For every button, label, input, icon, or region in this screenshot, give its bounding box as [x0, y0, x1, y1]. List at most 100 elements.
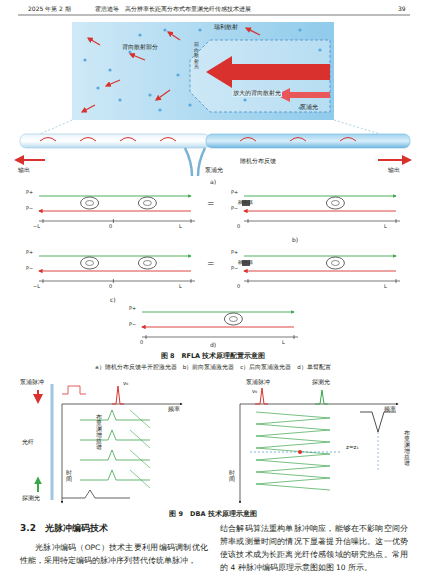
- axis-tick: [113, 279, 114, 283]
- figure-label: 39: [398, 5, 406, 12]
- scatter-dot: [108, 68, 111, 71]
- fiber-spool: [229, 317, 237, 322]
- pump-forward: [244, 196, 396, 197]
- probe-pulse: [62, 490, 130, 498]
- scatter-arrow: [82, 105, 95, 112]
- figure-label: 布里渊增益谱: [404, 430, 410, 466]
- fiber-spool: [224, 313, 242, 325]
- figure-label: 泵浦脉冲: [20, 378, 44, 385]
- scatter-dot: [176, 73, 179, 76]
- position-marker: [250, 452, 340, 453]
- gain-curve: [360, 412, 396, 432]
- header-rule: [18, 15, 410, 16]
- probe-direction: [37, 478, 39, 492]
- figure-label: 频率: [168, 406, 180, 413]
- feedback-wave: [340, 138, 356, 142]
- scatter-arrow: [246, 28, 260, 35]
- figure-label: 时间: [66, 470, 72, 482]
- figure-label: 输出: [388, 166, 400, 173]
- figure-label: c): [110, 296, 116, 303]
- axis-tick: [113, 219, 114, 223]
- figure-label: 0: [140, 339, 143, 345]
- gain-point: [298, 450, 302, 454]
- fiber-spool: [138, 197, 156, 209]
- figure-label: P−: [129, 321, 136, 327]
- figure-label: −L: [33, 283, 40, 289]
- gain-leader: [378, 432, 379, 470]
- feedback-wave: [160, 138, 176, 142]
- pump-forward: [142, 312, 294, 313]
- feedback-wave: [290, 138, 306, 142]
- figure-label: L: [384, 223, 387, 229]
- pump-backward: [39, 211, 191, 212]
- axis-tick: [191, 219, 192, 223]
- scatter-arrow: [88, 38, 100, 45]
- figure-label: P−: [26, 265, 33, 271]
- time-axis: [240, 404, 241, 503]
- figure-label: P+: [231, 189, 238, 195]
- probe-sweep: [130, 450, 150, 468]
- position-axis: [244, 221, 400, 222]
- figure-label: 2025 年第 2 期: [28, 5, 71, 12]
- scatter-dots: [82, 28, 322, 112]
- laser-configs: [39, 196, 400, 339]
- scatter-dot: [148, 93, 151, 96]
- pump-forward: [244, 256, 396, 257]
- feedback-wave: [120, 138, 136, 142]
- axis-tick: [43, 219, 44, 223]
- scatter-dot: [163, 28, 166, 31]
- config-panel: [39, 256, 195, 283]
- pump-forward: [39, 196, 191, 197]
- figure-label: 瑞利散射: [214, 24, 238, 31]
- figure-label: 背向散射部分: [122, 44, 158, 51]
- axis-tick: [294, 335, 295, 339]
- fiber-spool: [143, 201, 151, 206]
- scatter-dot: [243, 98, 246, 101]
- zoom-line: [40, 120, 72, 134]
- figure-caption: d): [210, 341, 216, 348]
- axis-tick: [396, 219, 397, 223]
- position-axis: [39, 281, 195, 282]
- scatter-dot: [138, 33, 141, 36]
- axis-tick: [248, 219, 249, 223]
- figure-label: 探测光: [312, 378, 330, 385]
- figure-label: 泵浦光: [205, 167, 223, 174]
- pump-arrow: [276, 88, 330, 102]
- axis-tick: [191, 279, 192, 283]
- figure-label: z=z₁: [346, 444, 359, 451]
- figure-label: 光纤: [22, 438, 34, 445]
- figure-label: =: [207, 258, 215, 269]
- figure-label: 泵浦光: [300, 104, 318, 111]
- fiber-core-zoom: [190, 40, 330, 112]
- figure-label: 前向散射光: [194, 42, 199, 70]
- fiber-line: [51, 384, 54, 500]
- figure-label: 输出: [18, 166, 30, 173]
- probe-spectrum: [315, 390, 328, 404]
- figure-label: P+: [26, 189, 33, 195]
- axis-tick: [396, 279, 397, 283]
- figure-label: 3.2 光脉冲编码技术: [20, 523, 108, 534]
- dba-figure: [38, 384, 398, 503]
- scatter-dot: [198, 28, 201, 31]
- figure-caption: a): [210, 178, 216, 185]
- body-paragraph: 光脉冲编码（OPC）技术主要利用编码调制优化性能，采用特定编码的脉冲序列替代传统…: [20, 541, 208, 567]
- fiber-spool: [86, 201, 94, 206]
- figure-label: P+: [26, 249, 33, 255]
- figure-label: 泵浦脉冲: [246, 378, 270, 385]
- probe-sweep: [130, 470, 150, 488]
- backscatter-arrow: [206, 56, 330, 88]
- probe-sweep: [256, 412, 330, 490]
- scatter-dot: [118, 98, 121, 101]
- figure-label: L: [179, 223, 182, 229]
- figure-label: 放大的背向散射光: [232, 90, 282, 97]
- fiber-right: [206, 134, 410, 148]
- figure-label: 耦合器: [238, 259, 253, 265]
- config-panel: [242, 256, 400, 283]
- fiber-spool: [143, 261, 151, 266]
- figure-label: L: [282, 339, 285, 345]
- pump-backward: [244, 211, 396, 212]
- figure-label: 随机分布反馈: [240, 158, 276, 165]
- scatter-dot: [298, 28, 301, 31]
- position-axis: [142, 337, 298, 338]
